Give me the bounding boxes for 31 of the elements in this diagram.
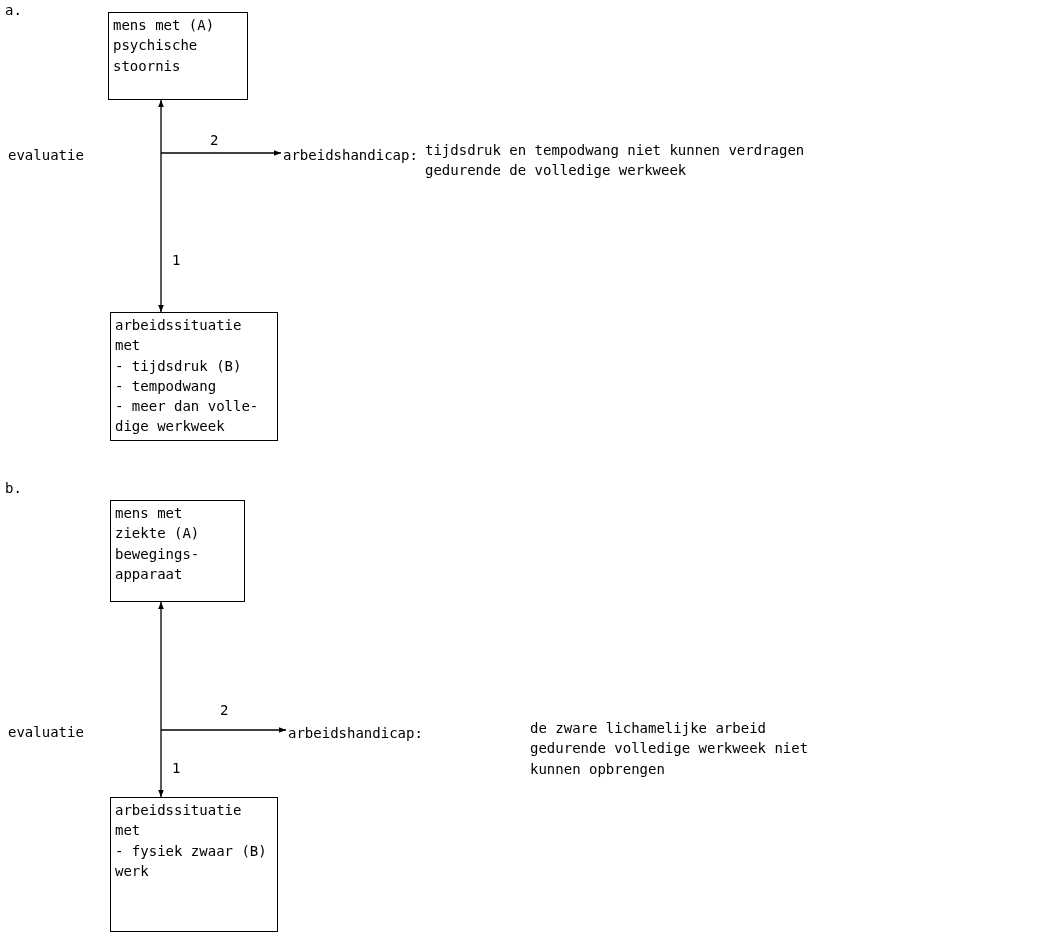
arrow	[158, 601, 164, 798]
process-box	[110, 797, 278, 932]
box-text: bewegings- apparaat	[115, 544, 201, 584]
edge-label: 1	[172, 251, 181, 270]
process-box	[110, 500, 245, 602]
outcome-text: tijdsdruk en tempodwang niet kunnen verdragen gedurende de volledige werkweek	[425, 141, 806, 181]
side-label: evaluatie	[8, 723, 84, 742]
box-text: - tijdsdruk (B)	[115, 356, 243, 376]
box-text: - tempodwang	[115, 376, 218, 396]
panel-label: a.	[5, 1, 22, 20]
arrow	[160, 150, 282, 156]
box-text: psychische stoornis	[113, 36, 199, 76]
edge-label: 2	[210, 131, 219, 150]
outcome-heading: arbeidshandicap:	[283, 146, 419, 165]
box-text: - fysiek zwaar (B) werk	[115, 841, 268, 881]
process-box	[108, 12, 248, 100]
arrow	[158, 99, 164, 313]
box-text: mens met (A)	[113, 16, 216, 35]
box-text: ziekte (A)	[115, 524, 201, 544]
arrow	[160, 727, 287, 733]
panel-label: b.	[5, 479, 22, 498]
side-label: evaluatie	[8, 146, 84, 165]
box-text: arbeidssituatie met	[115, 801, 243, 841]
box-text: arbeidssituatie met	[115, 316, 243, 356]
edge-label: 1	[172, 759, 181, 778]
box-text: mens met	[115, 504, 184, 523]
process-box	[110, 312, 278, 441]
box-text: - meer dan volle- dige werkweek	[115, 397, 260, 437]
outcome-text: de zware lichamelijke arbeid gedurende volledige werkweek niet kunnen opbrengen	[530, 719, 810, 779]
edge-label: 2	[220, 701, 229, 720]
outcome-heading: arbeidshandicap:	[288, 724, 424, 743]
